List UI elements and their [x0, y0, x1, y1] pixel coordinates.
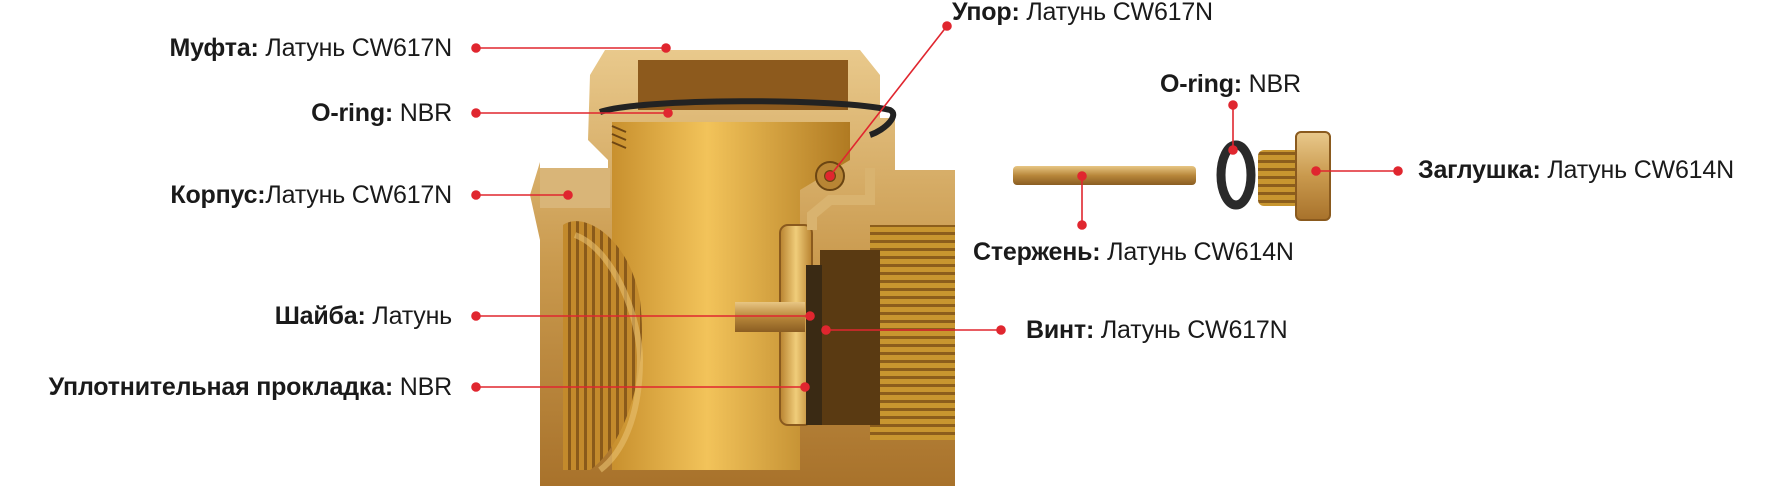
label-gasket-value: NBR [393, 373, 452, 401]
label-shaiba-value: Латунь [365, 302, 452, 330]
leader-lines [471, 21, 1403, 392]
label-o-ring-small-value: NBR [1241, 70, 1301, 98]
label-korpus: Корпус:Латунь CW617N [170, 180, 452, 210]
o-ring-shape [599, 98, 897, 138]
label-mufta-value: Латунь CW617N [258, 34, 452, 62]
label-korpus-name: Корпус: [170, 181, 266, 209]
label-vint-value: Латунь CW617N [1094, 316, 1288, 344]
label-korpus-value: Латунь CW617N [265, 181, 452, 209]
label-mufta: Муфта: Латунь CW617N [169, 33, 452, 63]
label-upor-name: Упор: [952, 0, 1020, 26]
exploded-parts [1013, 131, 1331, 221]
label-gasket-name: Уплотнительная прокладка: [48, 373, 394, 401]
label-upor-value: Латунь CW617N [1019, 0, 1213, 26]
o-ring-small-shape [1216, 140, 1256, 210]
label-sterzhen-value: Латунь CW614N [1100, 238, 1294, 266]
label-upor: Упор: Латунь CW617N [952, 0, 1213, 27]
valve-body [530, 50, 955, 486]
label-shaiba-name: Шайба: [274, 302, 366, 330]
label-sterzhen-name: Стержень: [973, 238, 1101, 266]
label-gasket: Уплотнительная прокладка: NBR [48, 372, 453, 402]
plug-shape [1258, 131, 1331, 221]
label-vint: Винт: Латунь CW617N [1026, 315, 1288, 345]
label-vint-name: Винт: [1026, 316, 1095, 344]
rod-shape [1013, 166, 1196, 185]
label-o-ring-small: O-ring: NBR [1160, 69, 1301, 99]
label-o-ring-small-name: O-ring: [1160, 70, 1242, 98]
label-zaglushka-name: Заглушка: [1418, 156, 1541, 184]
label-zaglushka-value: Латунь CW614N [1540, 156, 1734, 184]
label-o-ring-body-value: NBR [393, 99, 452, 127]
label-o-ring-body: O-ring: NBR [311, 98, 452, 128]
label-shaiba: Шайба: Латунь [275, 301, 452, 331]
label-mufta-name: Муфта: [169, 34, 259, 62]
label-sterzhen: Стержень: Латунь CW614N [973, 237, 1294, 267]
label-zaglushka: Заглушка: Латунь CW614N [1418, 155, 1734, 185]
label-o-ring-body-name: O-ring: [311, 99, 394, 127]
